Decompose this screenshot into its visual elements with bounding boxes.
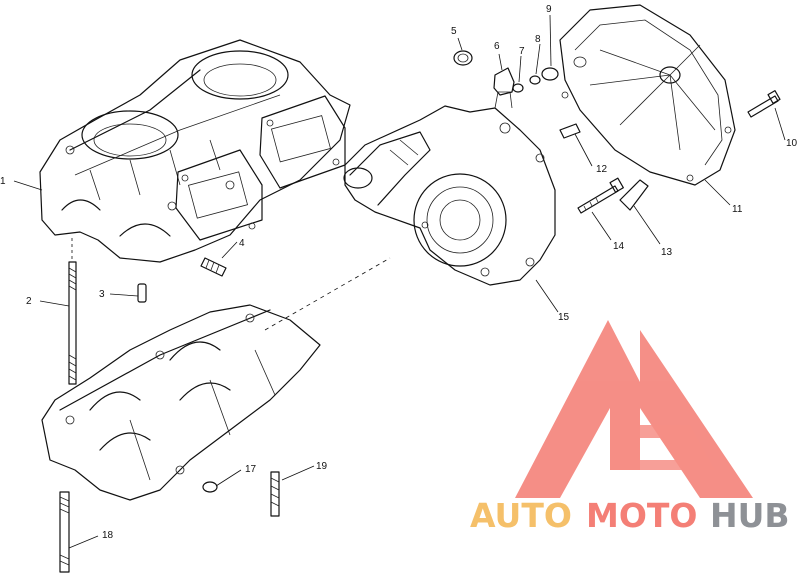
callout-12: 12 [596,164,608,175]
callout-2: 2 [26,296,32,307]
bolt-14 [577,177,624,214]
gear-housing-15 [343,91,556,286]
callout-1: 1 [0,176,6,187]
bolt-19 [270,471,280,517]
watermark-auto: AUTO [470,496,572,535]
intake-flanges [175,95,346,241]
callout-6: 6 [494,41,500,52]
lower-crankcase [41,257,391,501]
bolt-10 [747,90,781,118]
watermark-logo [515,320,753,498]
callout-17: 17 [245,464,257,475]
watermark-hub: HUB [710,496,790,535]
watermark-moto: MOTO [586,496,697,535]
callout-10: 10 [786,138,798,149]
callout-8: 8 [535,34,541,45]
gasket-9 [541,67,559,81]
callout-5: 5 [451,26,457,37]
seal-5 [453,50,473,66]
clip-13 [619,179,649,211]
stud-18 [59,491,70,573]
callout-9: 9 [546,4,552,15]
bolt-4 [200,257,227,277]
callout-11: 11 [732,204,743,215]
washer-17 [202,481,218,493]
callout-4: 4 [239,238,245,249]
callout-15: 15 [558,312,570,323]
callout-7: 7 [519,46,525,57]
cover-11 [559,4,736,186]
pin-12 [559,123,581,139]
upper-crankcase [39,39,351,263]
oring-7 [512,83,524,93]
leader-lines [13,14,786,549]
callout-14: 14 [613,241,625,252]
callout-13: 13 [661,247,673,258]
callout-19: 19 [316,461,328,472]
dowel-3 [137,283,147,303]
callout-18: 18 [102,530,114,541]
callout-labels: 1 2 3 4 5 6 7 8 9 10 11 12 13 14 15 17 1… [0,4,798,541]
watermark-text: AUTO MOTO HUB [470,496,790,535]
cap-6 [493,67,515,96]
stud-2 [68,238,77,385]
washer-8 [529,75,541,85]
callout-3: 3 [99,289,105,300]
